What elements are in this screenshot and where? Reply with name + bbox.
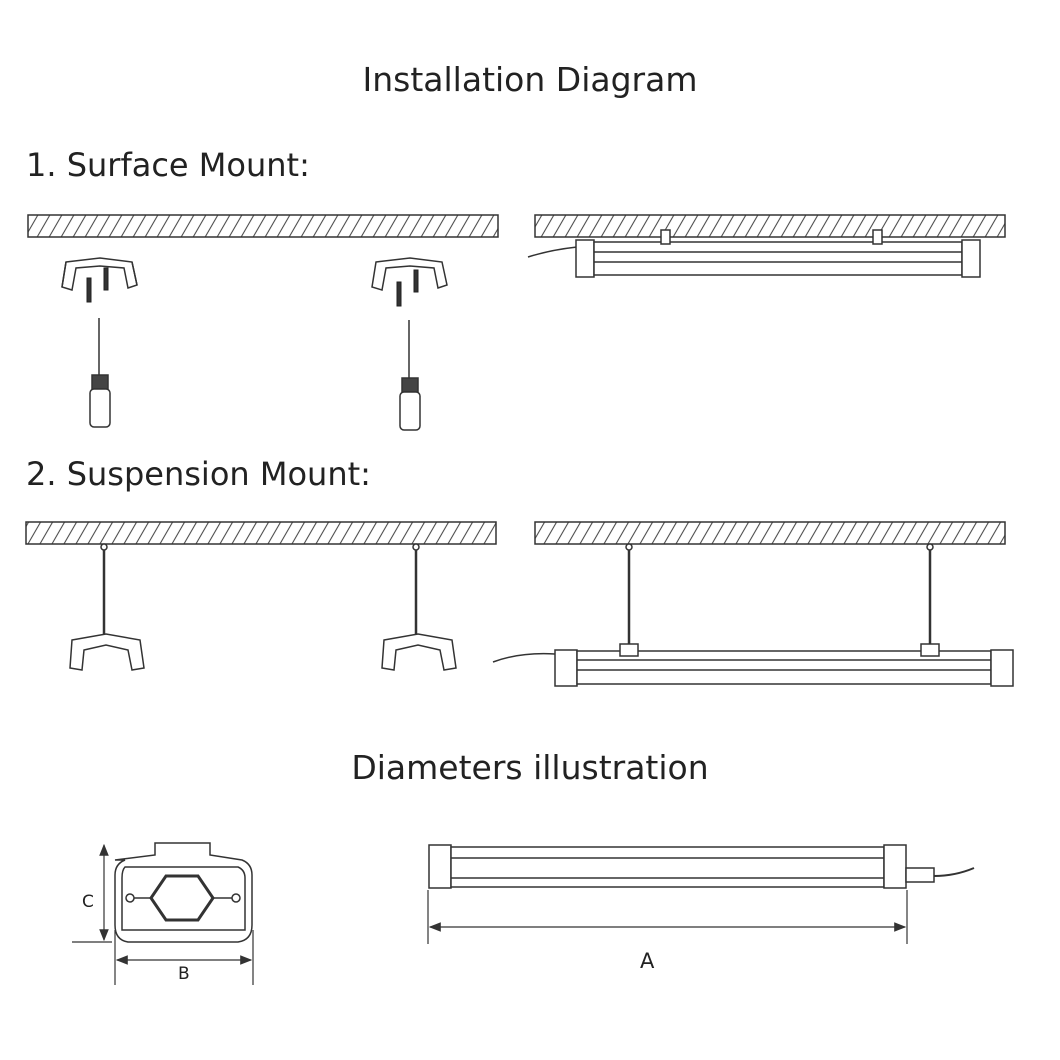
ceiling-surface-right	[534, 214, 1006, 238]
dimensions-heading: Diameters illustration	[351, 748, 709, 787]
fixture-cross-section	[114, 842, 253, 943]
dimension-label-c: C	[82, 892, 94, 912]
mounting-clip-right	[371, 257, 448, 291]
fixture-side-view	[428, 844, 975, 889]
surface-mounted-fixture	[527, 229, 981, 278]
suspended-fixture	[492, 543, 1014, 687]
dimension-line-b	[114, 930, 254, 985]
dimension-line-c	[72, 843, 112, 943]
suspension-mount-heading: 2. Suspension Mount:	[26, 455, 371, 493]
diagram-title: Installation Diagram	[362, 60, 698, 99]
dimension-label-b: B	[178, 964, 190, 984]
ceiling-surface-left	[27, 214, 499, 238]
dimension-line-a	[427, 890, 908, 944]
suspension-wire-clip-right	[381, 543, 457, 671]
surface-mount-heading: 1. Surface Mount:	[26, 146, 310, 184]
suspension-wire-clip-left	[69, 543, 145, 671]
screw-right	[396, 269, 419, 307]
ceiling-suspension-right	[534, 521, 1006, 545]
mounting-clip-left	[61, 257, 138, 291]
screw-left	[86, 267, 109, 303]
screwdriver-right	[399, 320, 421, 431]
screwdriver-left	[89, 318, 111, 428]
dimension-label-a: A	[640, 949, 655, 973]
ceiling-suspension-left	[25, 521, 497, 545]
